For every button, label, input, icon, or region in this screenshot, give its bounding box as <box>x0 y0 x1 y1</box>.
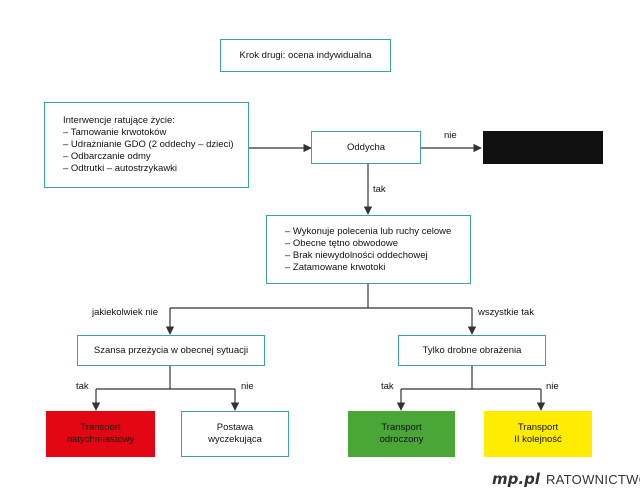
interventions-box: Interwencje ratujące życie: – Tamowanie … <box>44 102 249 188</box>
title-text: Krok drugi: ocena indywidualna <box>239 49 372 61</box>
interventions-list: Interwencje ratujące życie: – Tamowanie … <box>63 115 234 175</box>
title-box: Krok drugi: ocena indywidualna <box>220 39 391 72</box>
breathing-yes-label: tak <box>373 184 386 195</box>
second-priority-line1: Transport <box>517 422 559 433</box>
black-outcome-box <box>483 131 603 164</box>
branch-all-yes-label: wszystkie tak <box>478 307 534 318</box>
survival-label: Szansa przeżycia w obecnej sytuacji <box>93 344 249 356</box>
minor-no-label: nie <box>546 381 559 392</box>
survival-no-label: nie <box>241 381 254 392</box>
immediate-transport-box: Transport natychmiastowy <box>46 411 155 457</box>
criteria-item: – Obecne tętno obwodowe <box>285 237 399 249</box>
criteria-box: – Wykonuje polecenia lub ruchy celowe – … <box>266 215 471 284</box>
interventions-heading: Interwencje ratujące życie: <box>63 115 175 126</box>
minor-yes-label: tak <box>381 381 394 392</box>
minor-injuries-box: Tylko drobne obrażenia <box>398 335 546 366</box>
criteria-item: – Zatamowane krwotoki <box>285 261 386 273</box>
immediate-line1: Transport <box>80 422 121 433</box>
second-priority-transport-box: Transport II kolejność <box>484 411 592 457</box>
immediate-line2: natychmiastowy <box>66 434 135 445</box>
brand: mp.pl RATOWNICTWO <box>492 470 640 488</box>
expectant-line2: wyczekująca <box>208 434 262 445</box>
interventions-item: – Odbarczanie odmy <box>63 151 151 162</box>
breathing-no-label: nie <box>444 130 457 141</box>
survival-yes-label: tak <box>76 381 89 392</box>
breathing-box: Oddycha <box>311 131 421 164</box>
expectant-box: Postawa wyczekująca <box>181 411 289 457</box>
criteria-item: – Brak niewydolności oddechowej <box>285 249 428 261</box>
interventions-item: – Tamowanie krwotoków <box>63 127 167 138</box>
brand-logo: mp.pl <box>492 470 540 488</box>
delayed-line1: Transport <box>381 422 422 433</box>
breathing-label: Oddycha <box>346 141 386 153</box>
branch-any-no-label: jakiekolwiek nie <box>92 307 159 318</box>
criteria-list: – Wykonuje polecenia lub ruchy celowe – … <box>285 226 451 274</box>
delayed-line2: odroczony <box>379 434 424 445</box>
minor-injuries-label: Tylko drobne obrażenia <box>422 344 522 356</box>
interventions-item: – Udrażnianie GDO (2 oddechy – dzieci) <box>63 139 234 150</box>
interventions-item: – Odtrutki – autostrzykawki <box>63 163 178 174</box>
survival-box: Szansa przeżycia w obecnej sytuacji <box>77 335 265 366</box>
criteria-item: – Wykonuje polecenia lub ruchy celowe <box>285 225 452 237</box>
second-priority-line2: II kolejność <box>514 434 562 445</box>
expectant-line1: Postawa <box>216 422 254 433</box>
brand-name: RATOWNICTWO <box>545 472 640 487</box>
delayed-transport-box: Transport odroczony <box>348 411 455 457</box>
